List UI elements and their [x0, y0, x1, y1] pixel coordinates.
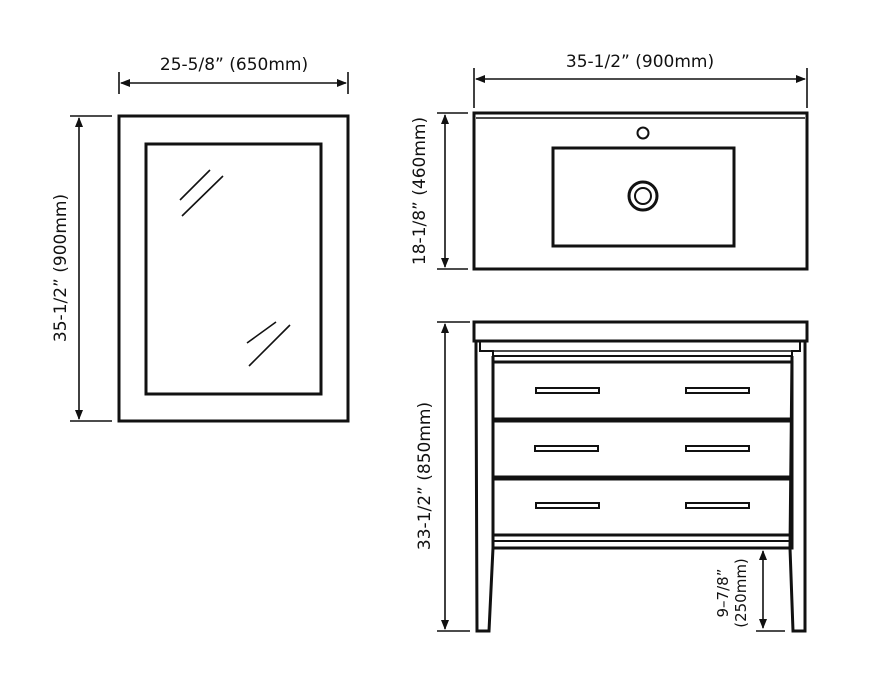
- reflection-glint-bottom-2: [248, 324, 291, 367]
- front-height-label: 33-1/2” (850mm): [415, 402, 435, 550]
- drawer-bottom: [491, 477, 794, 537]
- front-apron: [479, 341, 801, 357]
- front-countertop-slab: [472, 320, 809, 343]
- vanity-front-view: 33-1/2” (850mm) 9–7/8” (250mm): [415, 320, 809, 633]
- mirror-view: 25-5/8” (650mm) 35-1/2” (900mm): [51, 55, 350, 423]
- drawer-middle: [491, 419, 794, 479]
- drawer-middle-handle-right: [685, 445, 750, 452]
- drawer-top: [491, 360, 794, 421]
- front-right-leg: [788, 341, 807, 633]
- countertop-outline: [472, 111, 809, 271]
- sink-basin: [551, 146, 736, 248]
- drawer-top-handle-left: [535, 387, 600, 394]
- reflection-glint-top-2: [181, 175, 224, 217]
- drain-outer-icon: [627, 180, 659, 212]
- vanity-top-view: 35-1/2” (900mm) 18-1/8” (460mm): [410, 52, 809, 271]
- leg-clearance-label-line1: 9–7/8”: [714, 569, 732, 618]
- drawer-top-handle-right: [685, 387, 750, 394]
- leg-clearance-label-line2: (250mm): [732, 558, 750, 628]
- drain-inner-icon: [634, 187, 652, 205]
- front-cabinet-body: [491, 360, 794, 550]
- drawer-middle-handle-left: [534, 445, 599, 452]
- front-left-leg: [474, 341, 495, 633]
- faucet-hole-icon: [636, 126, 650, 140]
- top-depth-label: 18-1/8” (460mm): [410, 117, 430, 265]
- drawer-bottom-handle-left: [535, 502, 600, 509]
- mirror-height-label: 35-1/2” (900mm): [51, 194, 71, 342]
- mirror-glass-panel: [144, 142, 323, 396]
- reflection-glint-top-1: [179, 169, 211, 201]
- drawer-bottom-handle-right: [685, 502, 750, 509]
- reflection-glint-bottom-1: [246, 321, 277, 344]
- top-width-label: 35-1/2” (900mm): [566, 52, 714, 72]
- mirror-width-label: 25-5/8” (650mm): [160, 55, 308, 75]
- mirror-outer-frame: [117, 114, 350, 423]
